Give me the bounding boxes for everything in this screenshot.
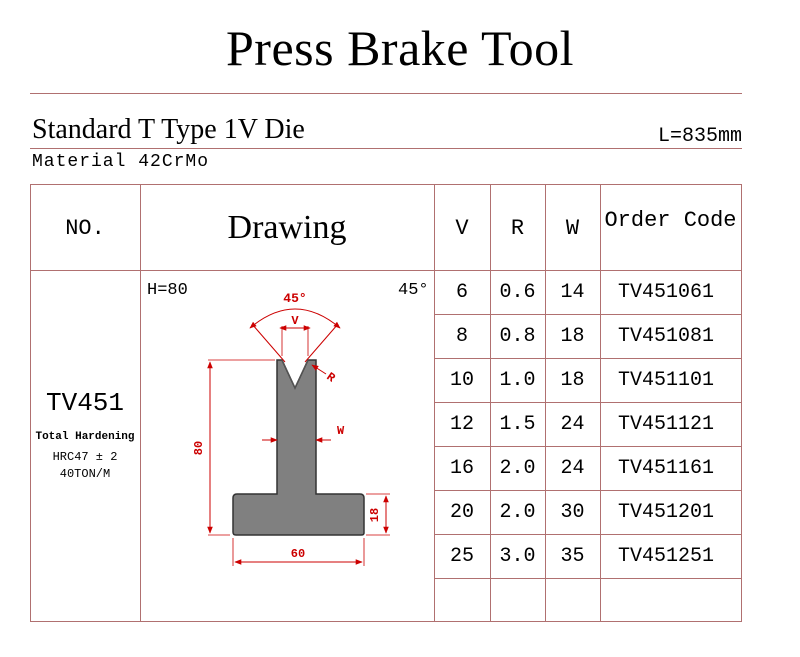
row-line [434, 534, 742, 535]
row-line [434, 578, 742, 579]
cell-r: 2.0 [499, 456, 536, 480]
row-line [434, 358, 742, 359]
dim-r: R [324, 370, 339, 386]
dim-height: 80 [192, 441, 206, 455]
cell-w: 30 [560, 500, 585, 524]
col-divider-no [140, 184, 141, 621]
cell-v: 6 [455, 280, 468, 304]
dim-base: 18 [368, 508, 382, 522]
header-w: W [565, 215, 580, 241]
hardness-spec: HRC47 ± 2 [52, 450, 118, 464]
subtitle-divider [30, 148, 742, 149]
dim-v: V [291, 314, 299, 328]
length-note: L=835mm [657, 125, 742, 148]
material-label: Material 42CrMo [32, 152, 210, 172]
cell-order-code: TV451251 [618, 544, 715, 568]
cell-order-code: TV451101 [618, 368, 715, 392]
row-line [434, 402, 742, 403]
model-number: TV451 [45, 388, 124, 418]
cell-v: 12 [449, 412, 474, 436]
angle-arc [249, 308, 341, 329]
cell-r: 0.6 [499, 280, 536, 304]
header-no: NO. [65, 215, 105, 241]
header-v: V [455, 215, 469, 241]
cell-w: 35 [560, 544, 585, 568]
cell-order-code: TV451121 [618, 412, 715, 436]
cell-order-code: TV451161 [618, 456, 715, 480]
cell-v: 16 [449, 456, 474, 480]
cell-v: 8 [455, 324, 468, 348]
row-line [434, 314, 742, 315]
header-drawing: Drawing [227, 209, 347, 246]
cell-v: 25 [449, 544, 474, 568]
product-subtitle: Standard T Type 1V Die [32, 114, 305, 145]
die-drawing: 45° V R W 80 18 60 [192, 291, 390, 566]
cell-w: 24 [560, 456, 585, 480]
cell-w: 18 [560, 368, 585, 392]
cell-r: 3.0 [499, 544, 536, 568]
cell-order-code: TV451201 [618, 500, 715, 524]
cell-r: 1.0 [499, 368, 536, 392]
height-label: H=80 [147, 281, 188, 300]
cell-v: 20 [449, 500, 474, 524]
cell-r: 2.0 [499, 500, 536, 524]
cell-r: 0.8 [499, 324, 536, 348]
table-bottom-border [30, 621, 742, 622]
cell-r: 1.5 [499, 412, 536, 436]
cell-w: 24 [560, 412, 585, 436]
header-order-code: Order Code [604, 207, 737, 233]
die-body [232, 359, 365, 536]
page-title: Press Brake Tool [226, 20, 574, 76]
tonnage-spec: 40TON/M [59, 467, 111, 481]
hardening-note: Total Hardening [35, 431, 135, 443]
angle-label: 45° [398, 281, 429, 300]
header-r: R [510, 215, 525, 241]
table-left-border [30, 184, 31, 621]
row-line [434, 490, 742, 491]
table-header-border [30, 270, 742, 271]
row-line [434, 446, 742, 447]
cell-v: 10 [449, 368, 474, 392]
dim-w: W [337, 424, 345, 438]
cell-w: 14 [560, 280, 585, 304]
dim-angle: 45° [283, 291, 306, 306]
cell-order-code: TV451081 [618, 324, 715, 348]
cell-w: 18 [560, 324, 585, 348]
table-top-border [30, 184, 742, 185]
title-divider [30, 93, 742, 94]
cell-order-code: TV451061 [618, 280, 715, 304]
dim-width: 60 [291, 547, 305, 561]
